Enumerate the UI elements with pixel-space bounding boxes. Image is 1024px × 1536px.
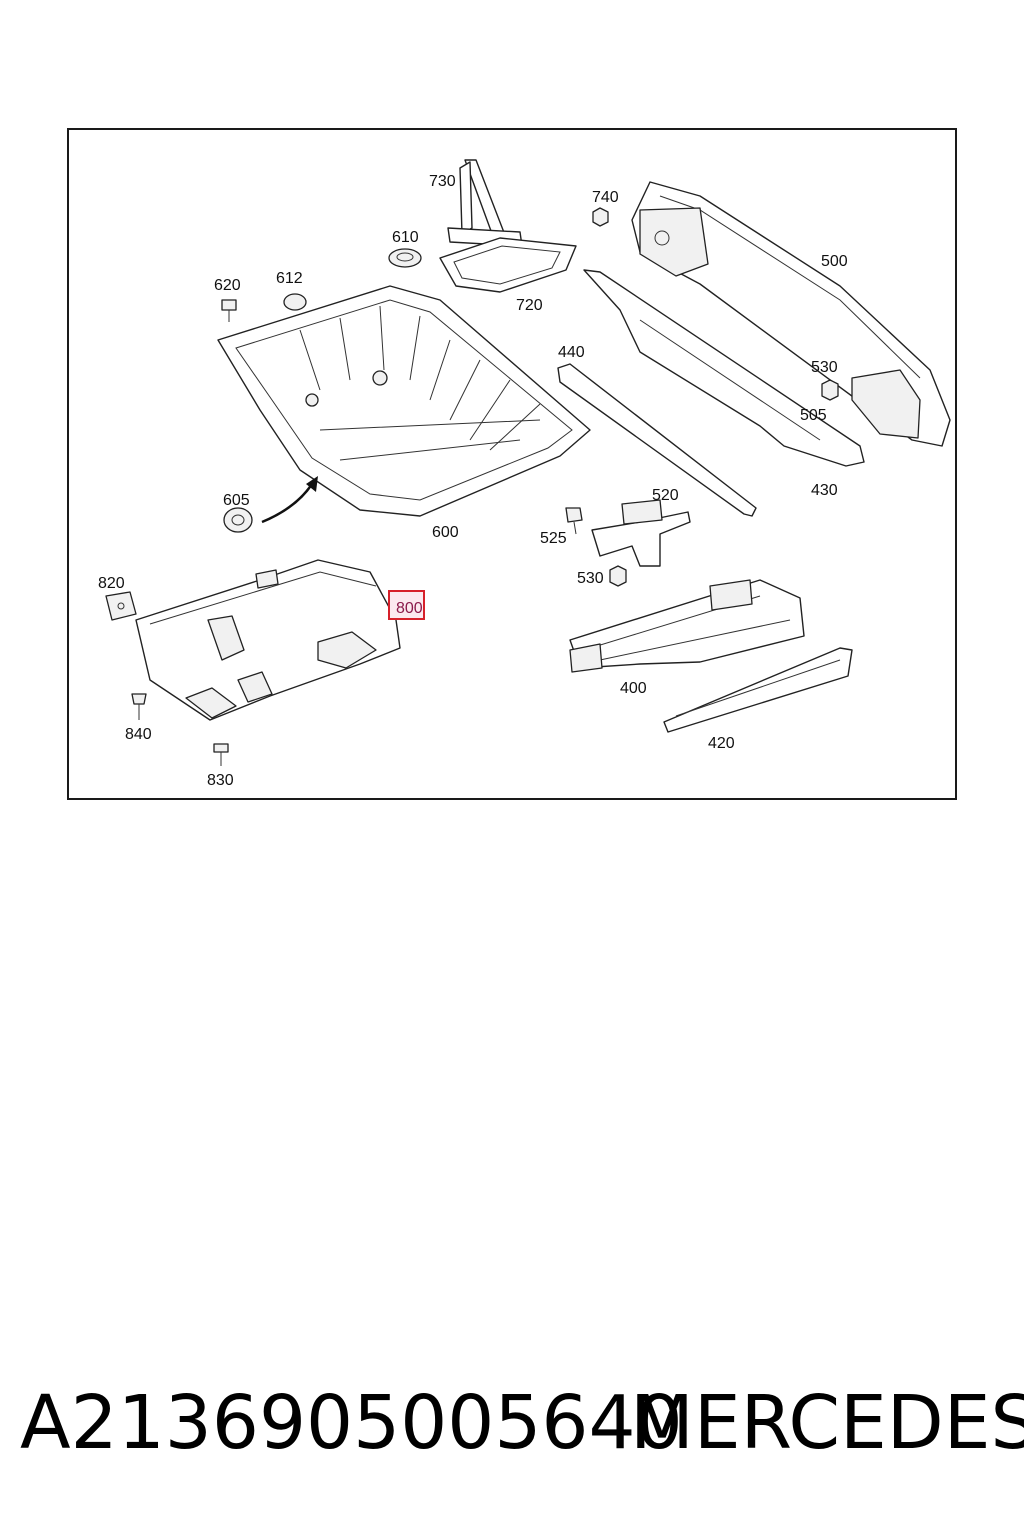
- label-740: 740: [592, 189, 619, 206]
- label-605: 605: [223, 492, 250, 509]
- pointer-arrow: [261, 476, 318, 524]
- part-830-screw: [213, 743, 229, 766]
- part-500-rear-panel: [631, 181, 951, 447]
- label-612: 612: [276, 270, 303, 287]
- label-530-upper: 530: [811, 359, 838, 376]
- part-430-crossmember: [583, 269, 865, 467]
- label-830: 830: [207, 772, 234, 789]
- part-530-nut-lower: [609, 565, 627, 587]
- part-605-nut: [223, 507, 253, 533]
- part-number: A2136905005640: [20, 1380, 683, 1466]
- parts-diagram: 730 740 610 720 500 620 612 440 530 505 …: [98, 159, 951, 789]
- brand-name: MERCEDES: [630, 1380, 1024, 1466]
- part-600-spare-wheel-well: [217, 285, 591, 517]
- part-520-bracket: [591, 499, 691, 567]
- label-800: 800: [396, 600, 423, 617]
- highlight-box-800: [388, 590, 425, 620]
- part-420-sill: [663, 647, 853, 733]
- part-610-grommet: [388, 248, 422, 268]
- label-525: 525: [540, 530, 567, 547]
- part-840-pin: [131, 693, 147, 720]
- part-612-cap: [283, 293, 307, 311]
- label-820: 820: [98, 575, 125, 592]
- part-740-nut: [592, 207, 609, 227]
- label-505: 505: [800, 407, 827, 424]
- diagram-frame: [67, 128, 957, 800]
- part-400-floor-section: [569, 579, 805, 673]
- label-420: 420: [708, 735, 735, 752]
- label-730: 730: [429, 173, 456, 190]
- label-530-lower: 530: [577, 570, 604, 587]
- part-720-tray: [439, 237, 577, 293]
- label-520: 520: [652, 487, 679, 504]
- part-820-clip: [105, 591, 137, 621]
- part-620-bolt: [221, 299, 237, 322]
- label-500: 500: [821, 253, 848, 270]
- part-440-strip: [557, 363, 757, 517]
- label-620: 620: [214, 277, 241, 294]
- part-530-nut-upper: [821, 379, 839, 401]
- part-525-bolt: [565, 507, 583, 535]
- label-440: 440: [558, 344, 585, 361]
- label-400: 400: [620, 680, 647, 697]
- label-720: 720: [516, 297, 543, 314]
- label-610: 610: [392, 229, 419, 246]
- part-800-underbody-cover: [135, 559, 401, 721]
- label-430: 430: [811, 482, 838, 499]
- label-600: 600: [432, 524, 459, 541]
- label-840: 840: [125, 726, 152, 743]
